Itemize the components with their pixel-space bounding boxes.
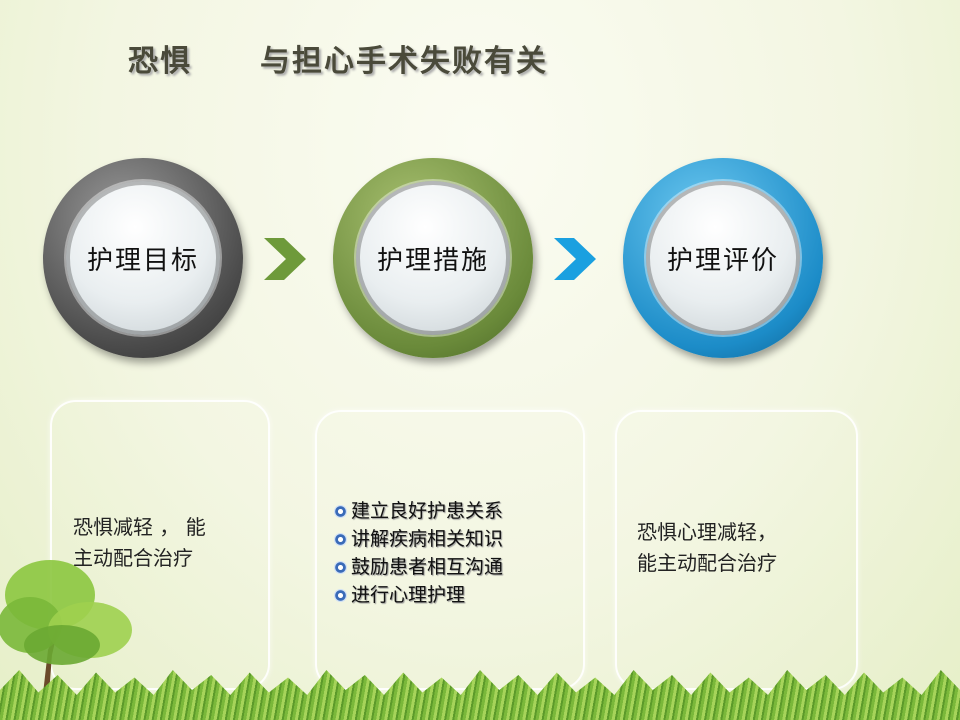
measure-text: 鼓励患者相互沟通 xyxy=(351,556,504,578)
bullet-icon xyxy=(334,588,347,602)
measure-text: 建立良好护患关系 xyxy=(351,500,504,522)
diagnosis-label: 恐惧 xyxy=(128,44,192,79)
list-item: 鼓励患者相互沟通 xyxy=(334,553,503,581)
step-measures-circle: 护理措施 xyxy=(333,158,533,358)
measure-text: 进行心理护理 xyxy=(351,584,466,606)
evaluation-text: 恐惧心理减轻， 能主动配合治疗 xyxy=(637,517,777,579)
list-item: 建立良好护患关系 xyxy=(334,497,503,525)
chevron-right-icon xyxy=(554,238,596,280)
measure-text: 讲解疾病相关知识 xyxy=(351,528,504,550)
chevron-right-icon xyxy=(264,238,306,280)
measures-list: 建立良好护患关系 讲解疾病相关知识 鼓励患者相互沟通 进行心理护理 xyxy=(334,497,503,609)
step-label: 护理目标 xyxy=(66,181,220,335)
step-evaluation-circle: 护理评价 xyxy=(623,158,823,358)
evaluation-line: 能主动配合治疗 xyxy=(637,551,777,575)
step-goal-circle: 护理目标 xyxy=(43,158,243,358)
evaluation-line: 恐惧心理减轻， xyxy=(637,520,777,544)
diagnosis-cause: 与担心手术失败有关 xyxy=(260,44,548,79)
step-label: 护理评价 xyxy=(646,181,800,335)
list-item: 讲解疾病相关知识 xyxy=(334,525,503,553)
step-label: 护理措施 xyxy=(356,181,510,335)
bullet-icon xyxy=(334,504,347,518)
goal-line: 恐惧减轻 ， 能 xyxy=(73,515,206,539)
goal-line: 主动配合治疗 xyxy=(73,546,193,570)
bullet-icon xyxy=(334,532,347,546)
bullet-icon xyxy=(334,560,347,574)
list-item: 进行心理护理 xyxy=(334,581,503,609)
goal-text: 恐惧减轻 ， 能 主动配合治疗 xyxy=(73,512,206,574)
